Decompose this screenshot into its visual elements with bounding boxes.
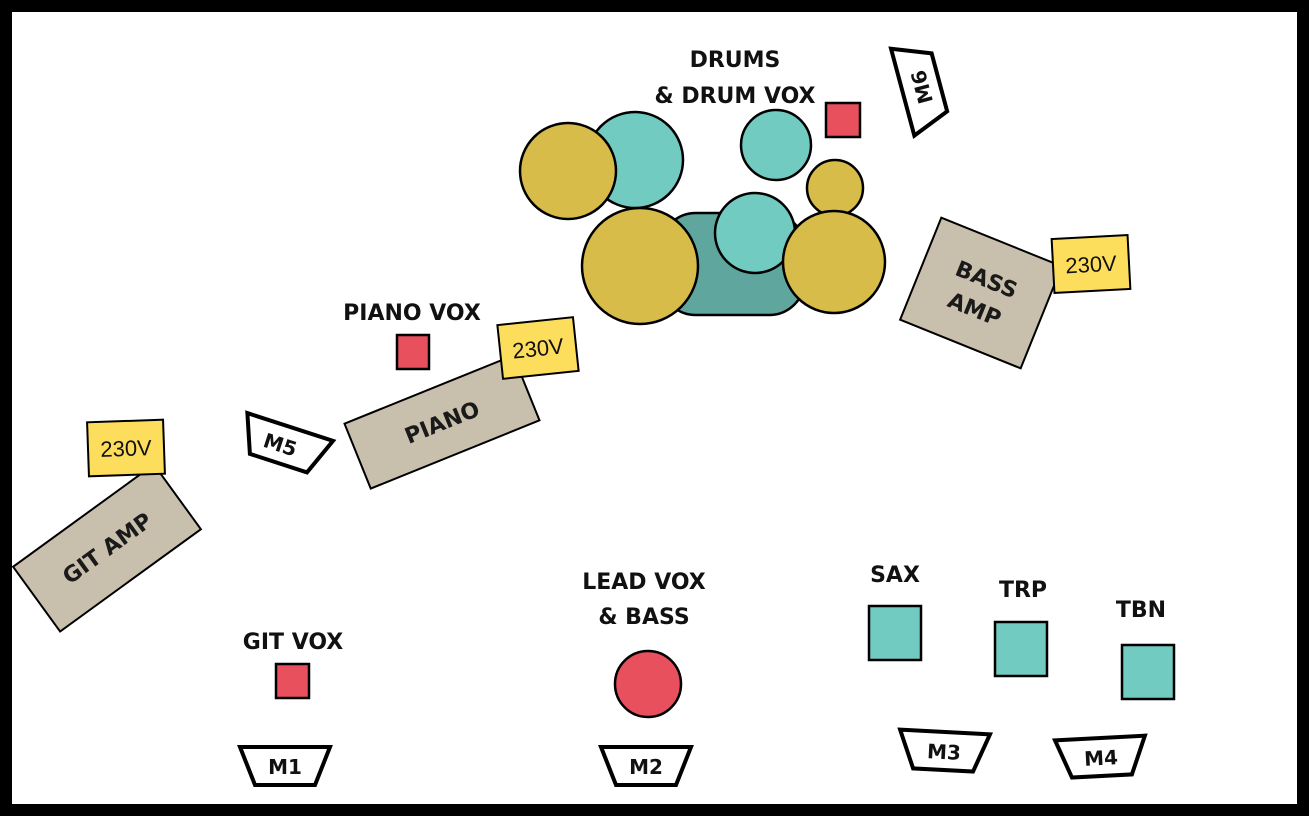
tbn-mic <box>1122 645 1174 699</box>
trp-mic <box>995 622 1047 676</box>
bass-label: & BASS <box>598 605 689 630</box>
lead-vox-mic <box>615 651 681 717</box>
trp-label: TRP <box>999 578 1047 603</box>
splash-cymbal <box>807 160 863 216</box>
drum-vox-mic <box>826 103 860 137</box>
piano-vox-label: PIANO VOX <box>343 301 481 326</box>
drums-label: DRUMS <box>690 48 781 73</box>
monitor-m3: M3 <box>898 730 990 773</box>
monitor-m1-label: M1 <box>268 755 302 779</box>
bass-power-label: 230V <box>1065 251 1118 279</box>
lead-vox-label: LEAD VOX <box>582 570 706 595</box>
git-vox-mic <box>276 664 309 698</box>
ride-cymbal <box>783 211 885 313</box>
crash-cymbal <box>520 123 616 219</box>
monitor-m2-label: M2 <box>629 755 663 779</box>
tbn-label: TBN <box>1116 598 1166 623</box>
monitor-m4-label: M4 <box>1083 745 1118 771</box>
monitor-m3-label: M3 <box>926 739 961 765</box>
monitor-m2: M2 <box>601 747 691 785</box>
piano-power: 230V <box>497 317 578 379</box>
git-vox-label: GIT VOX <box>243 630 343 655</box>
hihat-cymbal <box>582 208 698 324</box>
git-power: 230V <box>87 420 165 477</box>
monitor-m4: M4 <box>1055 736 1147 779</box>
drum-vox-label: & DRUM VOX <box>655 84 816 109</box>
git-power-label: 230V <box>100 435 153 462</box>
sax-mic <box>869 606 921 660</box>
piano-vox-mic <box>397 335 429 369</box>
sax-label: SAX <box>870 563 920 588</box>
small-tom <box>741 110 811 180</box>
monitor-m1: M1 <box>240 747 330 785</box>
bass-power: 230V <box>1052 235 1131 293</box>
